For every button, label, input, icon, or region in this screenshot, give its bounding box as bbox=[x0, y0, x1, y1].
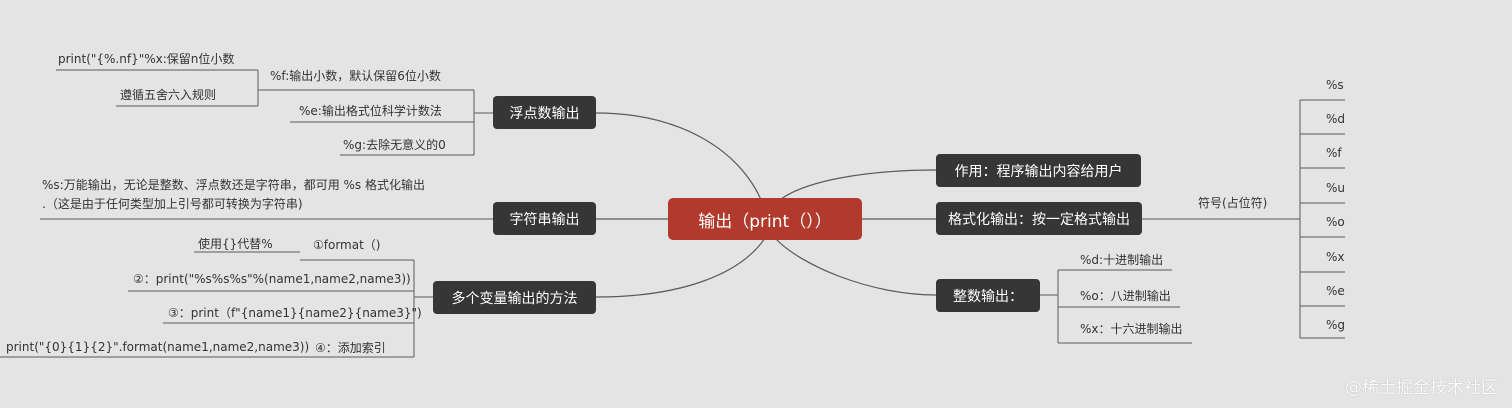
node-format-output[interactable]: 格式化输出：按一定格式输出 bbox=[936, 202, 1142, 235]
int-hex-label[interactable]: %x：十六进制输出 bbox=[1080, 322, 1183, 336]
node-int-output[interactable]: 整数输出： bbox=[936, 279, 1040, 312]
float-format-label[interactable]: print("{%.nf}"%x:保留n位小数 bbox=[58, 52, 235, 66]
multi-m1-label[interactable]: ①format（) bbox=[313, 238, 381, 252]
format-symbol-g[interactable]: %g bbox=[1326, 318, 1346, 332]
multi-m3-label[interactable]: ③：print（f"{name1}{name2}{name3}") bbox=[168, 306, 422, 320]
node-float-output-label: 浮点数输出 bbox=[509, 105, 580, 122]
node-multi-var[interactable]: 多个变量输出的方法 bbox=[433, 281, 596, 314]
node-multi-var-label: 多个变量输出的方法 bbox=[451, 290, 578, 307]
node-float-output[interactable]: 浮点数输出 bbox=[493, 96, 596, 129]
connector-center-purpose bbox=[774, 169, 937, 205]
connector-center-int bbox=[774, 237, 937, 296]
format-symbol-x[interactable]: %x bbox=[1326, 250, 1345, 264]
node-purpose-label: 作用：程序输出内容给用户 bbox=[954, 163, 1123, 180]
int-decimal-label[interactable]: %d:十进制输出 bbox=[1080, 253, 1164, 267]
node-format-output-label: 格式化输出：按一定格式输出 bbox=[948, 211, 1130, 228]
format-symbol-s[interactable]: %s bbox=[1326, 78, 1344, 92]
format-symbol-u[interactable]: %u bbox=[1326, 181, 1346, 195]
connector-center-float bbox=[595, 112, 763, 203]
format-symbol-label[interactable]: 符号(占位符) bbox=[1198, 196, 1268, 210]
multi-m4-label[interactable]: ④：添加索引 bbox=[315, 341, 386, 355]
center-node[interactable]: 输出（print（）） bbox=[668, 198, 862, 240]
string-s-line2[interactable]: .（这是由于任何类型加上引号都可转换为字符串) bbox=[42, 197, 303, 211]
multi-m4-sub-label[interactable]: print("{0}{1}{2}".format(name1,name2,nam… bbox=[6, 340, 310, 354]
multi-m1-sub-label[interactable]: 使用{}代替% bbox=[198, 237, 273, 251]
multi-m2-label[interactable]: ②：print("%s%s%s"%(name1,name2,name3)) bbox=[133, 272, 411, 286]
format-symbol-o[interactable]: %o bbox=[1326, 215, 1345, 229]
format-symbol-e[interactable]: %e bbox=[1326, 284, 1345, 298]
center-node-label: 输出（print（）） bbox=[698, 211, 832, 232]
format-symbol-f[interactable]: %f bbox=[1326, 146, 1342, 160]
float-f-label[interactable]: %f:输出小数，默认保留6位小数 bbox=[270, 69, 441, 83]
node-purpose[interactable]: 作用：程序输出内容给用户 bbox=[936, 154, 1141, 187]
int-octal-label[interactable]: %o：八进制输出 bbox=[1080, 289, 1171, 303]
node-int-output-label: 整数输出： bbox=[953, 288, 1023, 305]
format-symbol-d[interactable]: %d bbox=[1326, 112, 1346, 126]
connector-center-multi bbox=[595, 237, 766, 298]
watermark: @稀土掘金技术社区 bbox=[1345, 378, 1498, 398]
node-string-output[interactable]: 字符串输出 bbox=[493, 202, 596, 235]
float-rounding-label[interactable]: 遵循五舍六入规则 bbox=[120, 88, 217, 102]
float-g-label[interactable]: %g:去除无意义的0 bbox=[343, 138, 446, 152]
node-string-output-label: 字符串输出 bbox=[509, 211, 580, 228]
float-e-label[interactable]: %e:输出格式位科学计数法 bbox=[299, 104, 442, 118]
string-s-line1[interactable]: %s:万能输出，无论是整数、浮点数还是字符串，都可用 %s 格式化输出 bbox=[42, 178, 425, 192]
